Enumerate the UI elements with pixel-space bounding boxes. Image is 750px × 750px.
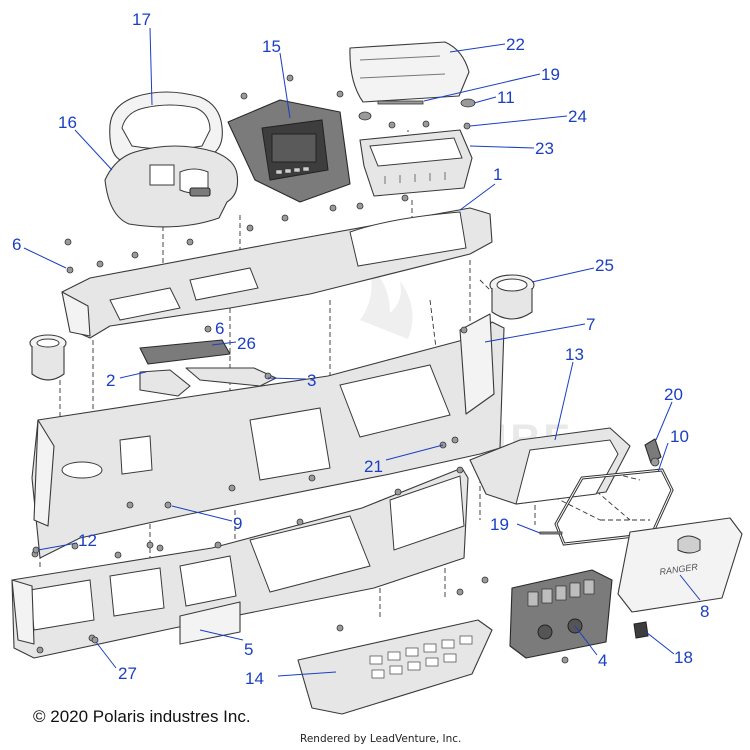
callout-8: 8 — [700, 602, 709, 621]
part-18-switch — [633, 621, 649, 639]
part-7-dash-frame — [31, 313, 505, 559]
part-22-storage-lid — [349, 41, 470, 103]
part-8-glovebox-door: RANGER — [617, 517, 743, 613]
callout-20: 20 — [664, 385, 683, 404]
callout-16: 16 — [58, 113, 77, 132]
part-3-bracket — [185, 367, 277, 387]
callout-11: 11 — [497, 88, 515, 107]
callout-17: 17 — [132, 10, 151, 29]
part-14-lower-panel — [297, 588, 493, 715]
part-1-upper-dash — [61, 194, 493, 339]
hardware-top — [240, 74, 476, 130]
part-15-display-unit — [227, 99, 351, 203]
part-25-cup-holder — [489, 274, 535, 320]
part-26-plate — [139, 325, 231, 365]
callout-18: 18 — [674, 648, 693, 667]
part-4-switch-panel — [509, 569, 613, 659]
callout-labels: 17 15 22 19 11 24 16 23 1 6 25 6 26 7 2 … — [12, 10, 709, 688]
callout-15: 15 — [262, 37, 281, 56]
callout-10: 10 — [670, 427, 689, 446]
callout-4: 4 — [598, 651, 607, 670]
callout-23: 23 — [535, 139, 554, 158]
part-5-lower-dash — [11, 466, 469, 659]
callout-6-left: 6 — [12, 235, 21, 254]
part-17-instrument-bezel — [109, 91, 223, 200]
callout-24: 24 — [568, 107, 587, 126]
callout-19-top: 19 — [541, 65, 560, 84]
callout-7: 7 — [586, 315, 595, 334]
callout-2: 2 — [106, 371, 115, 390]
callout-5: 5 — [244, 640, 253, 659]
part-20-latch — [644, 438, 662, 467]
callout-27: 27 — [118, 664, 137, 683]
rendered-by-text: Rendered by LeadVenture, Inc. — [300, 733, 462, 745]
callout-3: 3 — [307, 371, 316, 390]
copyright-text: © 2020 Polaris industres Inc. — [33, 707, 251, 726]
part-16-gauge-housing — [104, 145, 239, 228]
callout-25: 25 — [595, 256, 614, 275]
callout-22: 22 — [506, 35, 525, 54]
callout-12: 12 — [78, 531, 97, 550]
callout-21: 21 — [364, 457, 383, 476]
callout-26: 26 — [237, 334, 256, 353]
left-cup-holder — [29, 334, 67, 381]
callout-14: 14 — [245, 669, 264, 688]
callout-6-center: 6 — [215, 319, 224, 338]
part-23-storage-bin — [359, 129, 473, 197]
callout-19-bottom: 19 — [490, 515, 509, 534]
part-2-bracket — [139, 369, 191, 397]
callout-1: 1 — [493, 165, 502, 184]
part-13-glovebox-liner — [469, 427, 631, 505]
callout-13: 13 — [565, 345, 584, 364]
callout-9: 9 — [233, 514, 242, 533]
hardware-misc — [32, 238, 569, 664]
